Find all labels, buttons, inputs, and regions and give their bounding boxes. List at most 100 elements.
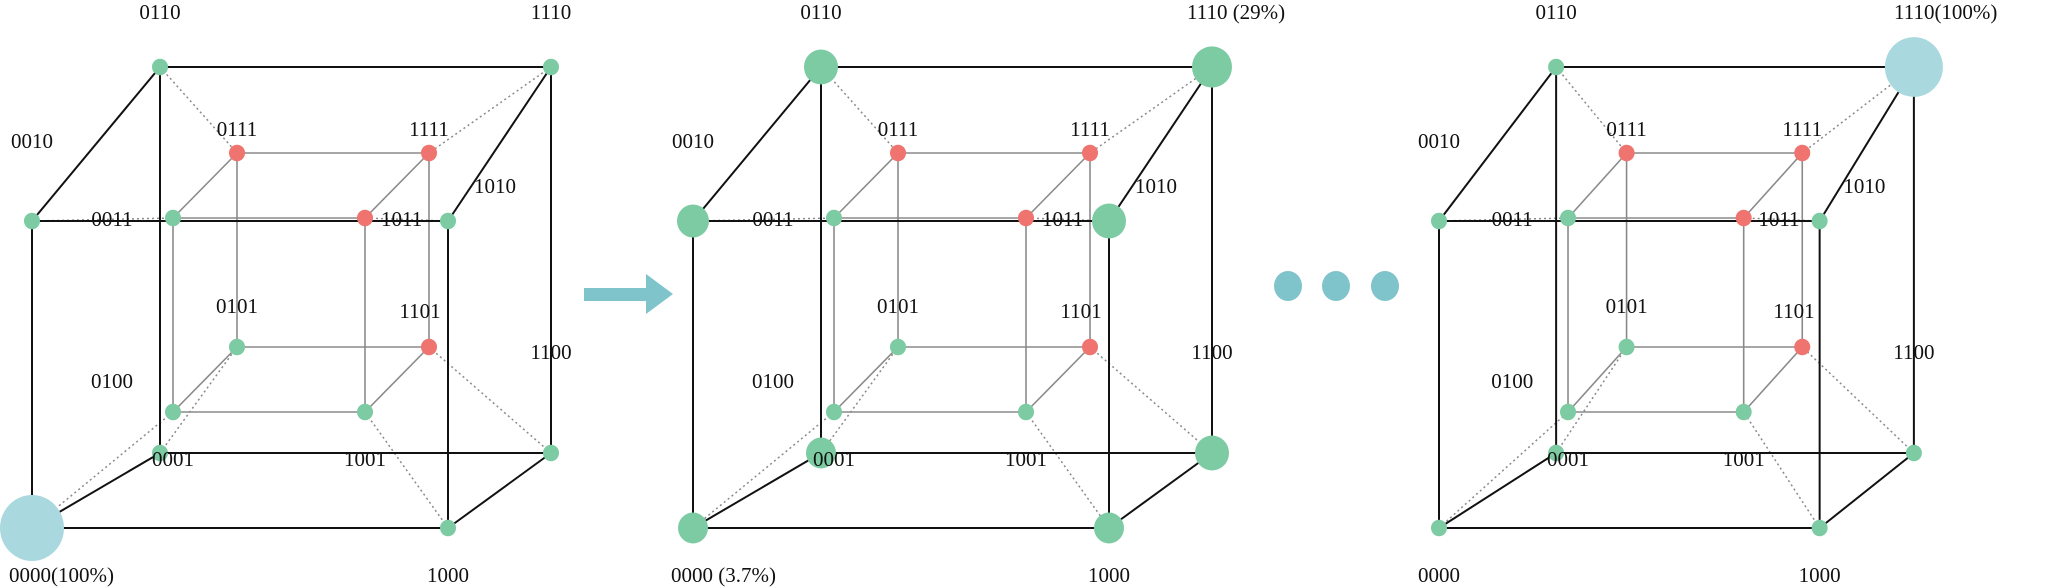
node-label-0111: 0111 — [1606, 117, 1646, 141]
node-label-0010: 0010 — [1418, 129, 1460, 153]
ellipsis-dots-icon — [1274, 271, 1399, 301]
link-edge-0010-0011 — [31, 217, 174, 222]
link-edge-0110-0111 — [159, 66, 238, 154]
hypercube-1: 1000100110101011110011011110111101100010… — [0, 0, 572, 587]
node-label-0111: 0111 — [217, 117, 257, 141]
node-0100 — [806, 437, 836, 469]
link-edge-1110-1111 — [1801, 66, 1915, 154]
link-edge-1000-1001 — [1025, 411, 1110, 529]
node-1100 — [1195, 435, 1229, 471]
link-edge-1000-1001 — [1743, 411, 1821, 529]
node-1010 — [440, 212, 456, 230]
inner-edge-0011-0111 — [833, 152, 899, 219]
node-label-1110: 1110 — [531, 0, 571, 24]
inner-edge-0001-0101 — [833, 346, 899, 413]
node-0111 — [229, 144, 245, 162]
node-label-0110: 0110 — [139, 0, 180, 24]
node-1001 — [1018, 403, 1034, 421]
node-1011 — [1018, 209, 1034, 227]
node-label-1001: 1001 — [344, 447, 386, 471]
node-label-1010: 1010 — [1135, 174, 1177, 198]
node-label-0001: 0001 — [152, 447, 194, 471]
outer-edge-0000-0100 — [1438, 452, 1557, 529]
node-label-0100: 0100 — [752, 369, 794, 393]
node-1011 — [357, 209, 373, 227]
node-1011 — [1735, 209, 1752, 227]
node-label-1100: 1100 — [1191, 340, 1232, 364]
outer-edge-1000-1100 — [447, 452, 552, 529]
node-label-0101: 0101 — [216, 294, 258, 318]
node-0010 — [1431, 212, 1447, 230]
node-1000 — [1811, 519, 1828, 537]
node-0001 — [1560, 403, 1577, 421]
inner-edge-0001-0101 — [1567, 346, 1628, 413]
node-1100 — [1905, 444, 1922, 462]
link-edge-0000-0001 — [1438, 411, 1569, 529]
node-0100 — [1548, 444, 1565, 462]
node-1010 — [1092, 203, 1126, 239]
node-0011 — [826, 209, 842, 227]
node-1000 — [440, 519, 456, 537]
outer-edge-1010-1110 — [447, 66, 552, 222]
inner-edge-1001-1101 — [1743, 346, 1803, 413]
node-label-1010: 1010 — [474, 174, 516, 198]
node-0000 — [678, 512, 708, 544]
inner-edge-1001-1101 — [364, 346, 430, 413]
node-0011 — [1560, 209, 1577, 227]
link-edge-1010-1011 — [1025, 217, 1110, 222]
node-label-0100: 0100 — [1491, 369, 1533, 393]
outer-edge-0010-0110 — [692, 66, 822, 222]
node-0111 — [1618, 144, 1635, 162]
outer-edge-1010-1110 — [1818, 66, 1915, 222]
link-edge-0110-0111 — [820, 66, 899, 154]
node-label-0000: 0000 — [1418, 563, 1460, 587]
node-1111 — [1794, 144, 1811, 162]
node-0000 — [1431, 519, 1447, 537]
node-0101 — [890, 338, 906, 356]
outer-edge-1000-1100 — [1108, 452, 1213, 529]
node-0000 — [0, 495, 64, 561]
link-edge-0010-0011 — [692, 217, 835, 222]
node-label-1000: 1000 — [1799, 563, 1841, 587]
node-label-1011: 1011 — [1042, 207, 1083, 231]
outer-edge-0010-0110 — [31, 66, 161, 222]
node-label-1110: 1110 (29%) — [1187, 0, 1285, 24]
node-label-1000: 1000 — [1088, 563, 1130, 587]
node-label-0111: 0111 — [878, 117, 918, 141]
node-label-1001: 1001 — [1005, 447, 1047, 471]
link-edge-1000-1001 — [364, 411, 449, 529]
inner-edge-1011-1111 — [1743, 152, 1803, 219]
node-label-1101: 1101 — [399, 299, 440, 323]
node-label-0011: 0011 — [752, 207, 793, 231]
node-label-0100: 0100 — [91, 369, 133, 393]
ellipsis-dot-1 — [1274, 271, 1302, 301]
node-1110 — [1884, 37, 1943, 97]
node-label-0101: 0101 — [1606, 294, 1648, 318]
node-1101 — [421, 338, 437, 356]
node-label-0110: 0110 — [800, 0, 841, 24]
node-label-1111: 1111 — [409, 117, 449, 141]
node-label-1100: 1100 — [1893, 340, 1934, 364]
inner-edge-0011-0111 — [172, 152, 238, 219]
inner-edge-1011-1111 — [364, 152, 430, 219]
node-0010 — [677, 204, 709, 238]
outer-edge-0010-0110 — [1438, 66, 1557, 222]
node-0011 — [165, 209, 181, 227]
node-label-1011: 1011 — [381, 207, 422, 231]
node-label-0110: 0110 — [1536, 0, 1577, 24]
ellipsis-dot-2 — [1322, 271, 1350, 301]
node-label-0011: 0011 — [91, 207, 132, 231]
node-label-1111: 1111 — [1782, 117, 1822, 141]
node-1101 — [1794, 338, 1811, 356]
node-1110 — [1192, 46, 1232, 88]
node-label-1111: 1111 — [1070, 117, 1110, 141]
node-0110 — [1548, 58, 1565, 76]
node-label-1110: 1110(100%) — [1894, 0, 1997, 24]
node-0101 — [229, 338, 245, 356]
node-1000 — [1094, 512, 1124, 544]
node-label-0101: 0101 — [877, 294, 919, 318]
node-0111 — [890, 144, 906, 162]
node-1001 — [1735, 403, 1752, 421]
node-0110 — [152, 58, 168, 76]
